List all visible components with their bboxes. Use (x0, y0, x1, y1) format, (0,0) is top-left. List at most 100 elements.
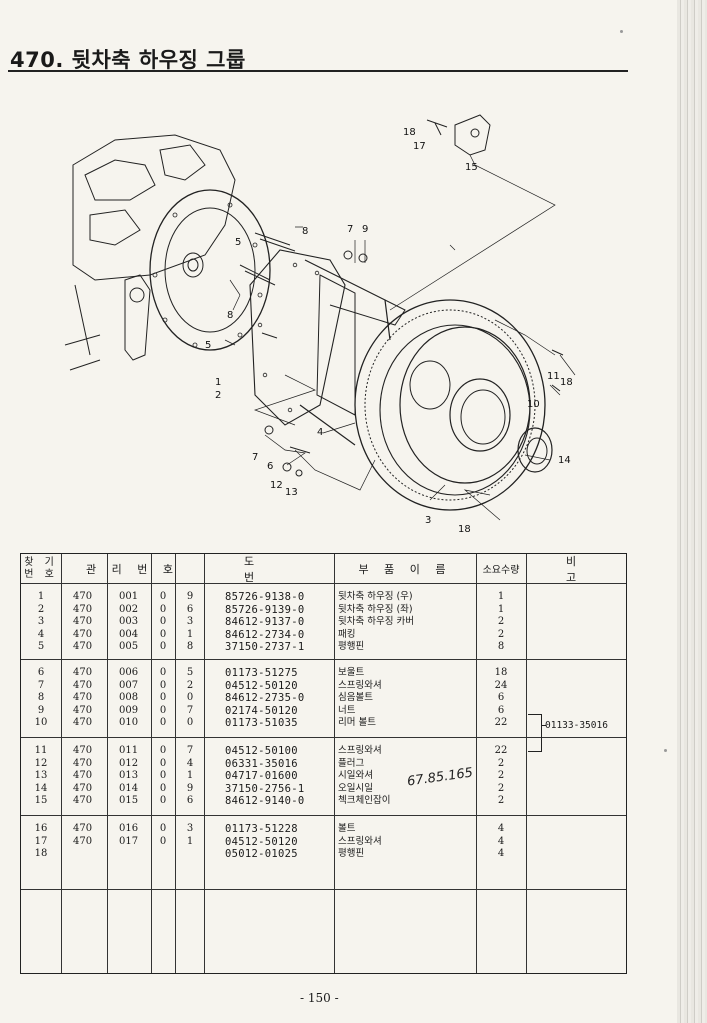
axle-bore (449, 378, 511, 452)
header-divider (21, 583, 626, 584)
cell-d: 1 (186, 770, 194, 782)
cell-no: 2 (37, 603, 45, 615)
housing-ring (354, 299, 546, 511)
header-remarks: 비 고 (566, 554, 617, 584)
cell-a: 470 (73, 795, 93, 807)
remark-bracket (528, 714, 542, 752)
cell-d: 7 (186, 745, 194, 756)
cell-a: 470 (73, 782, 93, 794)
cell-pn: 01173-51035 (225, 717, 298, 730)
cell-c: 0 (159, 679, 167, 691)
cell-c: 0 (159, 616, 167, 628)
callout-9: 9 (362, 224, 368, 235)
cell-c: 0 (159, 717, 167, 729)
cell-no: 13 (34, 770, 48, 782)
col-divider (61, 554, 62, 973)
cell-qty: 6 (497, 692, 505, 704)
group-divider (21, 737, 626, 738)
cell-pn: 04512-50100 (225, 745, 298, 757)
col-divider (107, 554, 108, 973)
callout-18-right: 18 (560, 377, 573, 388)
engine-block (72, 134, 236, 281)
cell-c: 0 (159, 770, 167, 782)
cell-d: 7 (186, 704, 194, 716)
cell-name: 평행핀 (338, 848, 365, 860)
cell-b: 012 (119, 757, 139, 769)
col-divider (526, 554, 527, 973)
cell-no: 14 (34, 782, 48, 794)
cell-name: 플러그 (338, 757, 365, 769)
cell-b: 006 (119, 667, 139, 678)
cell-name: 스프링와셔 (338, 679, 382, 691)
cell-no: 1 (37, 591, 45, 602)
group-divider (21, 659, 626, 660)
cell-a: 470 (73, 704, 93, 716)
callout-15: 15 (465, 162, 478, 173)
cell-b: 004 (119, 628, 139, 640)
cell-name: 스프링와셔 (338, 835, 382, 847)
callout-2: 2 (215, 390, 221, 401)
cell-pn: 06331-35016 (225, 757, 298, 770)
cell-d: 0 (186, 717, 194, 729)
cell-b: 015 (119, 795, 139, 807)
cell-no: 3 (37, 616, 45, 628)
cell-b: 017 (119, 835, 139, 847)
cell-pn: 01173-51228 (225, 823, 298, 835)
cell-qty: 2 (497, 757, 505, 769)
cell-qty: 4 (497, 835, 505, 847)
remark-item-10: 01133-35016 (545, 720, 608, 731)
callout-8-bottom: 8 (227, 310, 233, 321)
paper-speck (664, 749, 667, 752)
cell-pn: 37150-2756-1 (225, 782, 305, 795)
cell-b: 013 (119, 770, 139, 782)
flywheel-housing (149, 189, 271, 351)
cell-c: 0 (159, 628, 167, 640)
cell-name: 패킹 (338, 628, 356, 640)
col-divider (151, 554, 152, 973)
cell-name: 뒷차축 하우징 (좌) (338, 603, 413, 615)
cell-c: 0 (159, 667, 167, 678)
cell-d: 0 (186, 692, 194, 704)
cell-b: 010 (119, 717, 139, 729)
cell-b: 003 (119, 616, 139, 628)
cell-a: 470 (73, 835, 93, 847)
cell-pn: 84612-2734-0 (225, 628, 305, 641)
cell-name: 뒷차축 하우징 (우) (338, 591, 413, 602)
cell-d: 3 (186, 823, 194, 834)
callout-11: 11 (547, 371, 560, 382)
cell-pn: 85726-9139-0 (225, 603, 305, 616)
callout-10: 10 (527, 399, 540, 410)
cell-a: 470 (73, 628, 93, 640)
cell-name: 보울트 (338, 667, 365, 678)
cell-a: 470 (73, 591, 93, 602)
check-chain-holder (454, 114, 491, 156)
cell-pn: 04512-50120 (225, 835, 298, 848)
cell-b: 008 (119, 692, 139, 704)
callout-labels: 18 17 15 8 7 9 5 8 5 1 2 11 18 10 4 7 6 … (205, 127, 573, 535)
remark-bracket-tick (542, 725, 546, 726)
header-mgmt-no: 관 리 번 호 (86, 562, 179, 576)
cell-c: 0 (159, 692, 167, 704)
cell-a: 470 (73, 667, 93, 678)
callout-18-bottom: 18 (458, 524, 471, 535)
cell-no: 4 (37, 628, 45, 640)
cell-a: 470 (73, 616, 93, 628)
cell-name: 오일시일 (338, 782, 373, 794)
header-item-no: 찾 기 번 호 (21, 554, 61, 583)
cell-name: 너트 (338, 704, 356, 716)
cell-a: 470 (73, 717, 93, 729)
cell-a: 470 (73, 603, 93, 615)
cell-no: 11 (34, 745, 48, 756)
cell-c: 0 (159, 603, 167, 615)
